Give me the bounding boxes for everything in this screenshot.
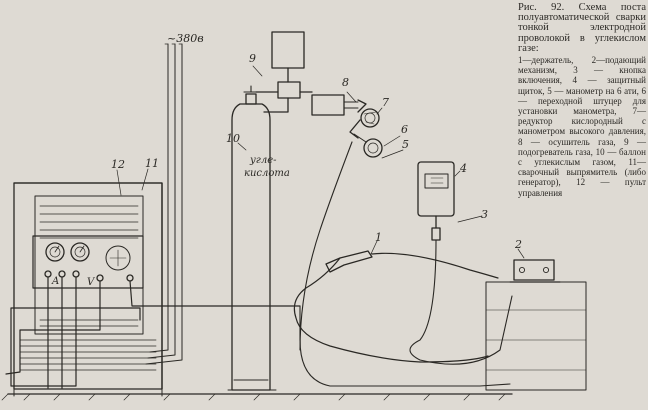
welding-rectifier	[13, 182, 163, 397]
gas-regulator-assembly	[255, 31, 383, 158]
leader-lines	[116, 65, 525, 259]
caption-heading: Рис. 92. Схема поста полуавтоматической …	[518, 2, 646, 54]
figure-caption: Рис. 92. Схема поста полуавтоматической …	[518, 2, 646, 198]
part-number-12: 12	[111, 158, 125, 171]
gas-cylinder	[227, 85, 277, 391]
protective-shield	[417, 161, 455, 241]
part-number-4: 4	[459, 162, 467, 175]
part-number-11: 11	[145, 157, 159, 170]
panel-letter-a: A	[51, 276, 59, 287]
gas-hose	[299, 141, 511, 387]
wire-feeder	[485, 259, 587, 391]
supply-voltage-label: ~380в	[167, 32, 204, 45]
welding-cables	[5, 276, 301, 389]
part-number-7: 7	[382, 96, 389, 109]
part-number-3: 3	[481, 208, 488, 221]
part-number-8: 8	[342, 76, 349, 89]
part-number-6: 6	[401, 123, 408, 136]
cylinder-label-line2: кислота	[244, 168, 290, 179]
caption-legend: 1—держатель, 2—подающий механизм, 3 — кн…	[518, 55, 646, 198]
part-number-1: 1	[375, 231, 382, 244]
floor-line	[1, 393, 513, 401]
button-cord	[409, 239, 513, 365]
control-panel	[32, 235, 144, 289]
part-number-9: 9	[249, 52, 256, 65]
part-number-10: 10	[226, 132, 240, 145]
cylinder-label-line1: угле-	[249, 155, 277, 166]
part-number-2: 2	[514, 238, 522, 251]
part-number-5: 5	[402, 138, 409, 151]
panel-letter-v: V	[87, 277, 96, 288]
mains-supply-wires	[145, 43, 183, 365]
welding-holder	[293, 250, 499, 363]
